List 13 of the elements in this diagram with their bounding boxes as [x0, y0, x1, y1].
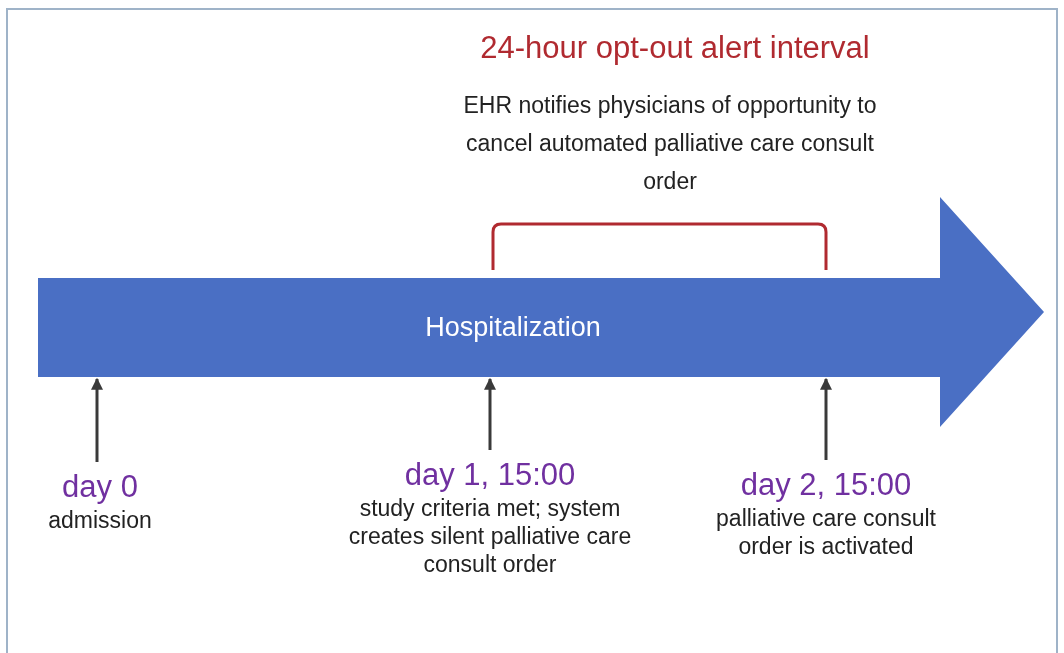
- date-label: day 1, 15:00: [403, 456, 577, 494]
- timeline-label: Hospitalization: [424, 311, 602, 344]
- arrow: [820, 377, 832, 460]
- arrow: [91, 377, 103, 462]
- interval-description: EHR notifies physicians of opportunity to cancel automated palliative care consult order: [462, 91, 878, 196]
- arrow: [484, 377, 496, 450]
- timeline-arrow: [38, 197, 1044, 427]
- event-description: study criteria met; system creates silent palliative care consult order: [347, 494, 633, 578]
- event-description: palliative care consult order is activated: [715, 504, 937, 560]
- date-label: day 2, 15:00: [739, 466, 913, 504]
- event-description: admission: [47, 506, 153, 534]
- interval-title: 24-hour opt-out alert interval: [479, 29, 871, 67]
- date-label: day 0: [61, 468, 139, 506]
